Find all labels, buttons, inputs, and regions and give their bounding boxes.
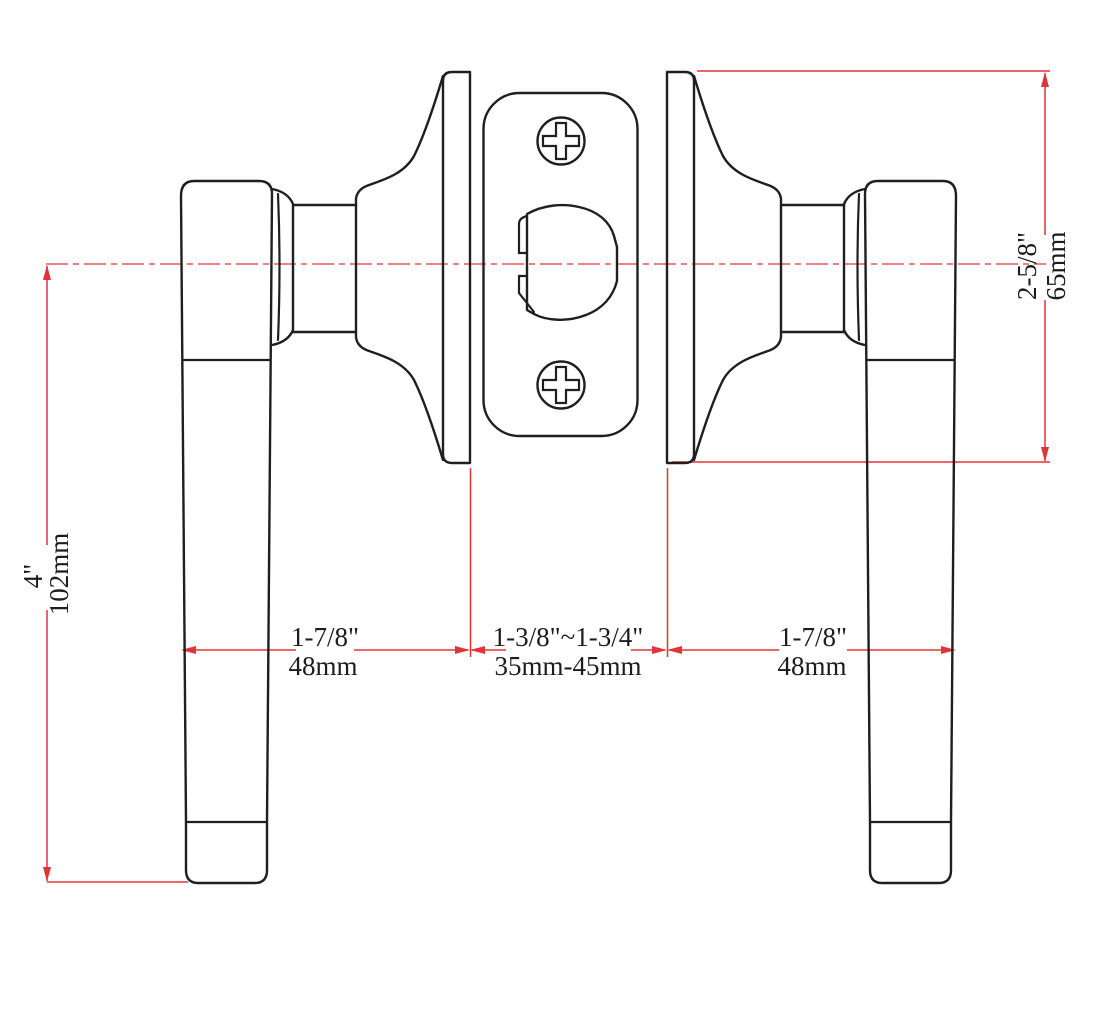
label-rose-height-mm: 65mm: [1041, 231, 1071, 300]
bottom-screw-icon: [536, 360, 586, 410]
latch-faceplate: [482, 91, 639, 438]
arrowhead-down: [1041, 447, 1049, 462]
dimension-door-thickness: [470, 646, 667, 654]
latch-bolt: [517, 203, 619, 321]
rose-profile: [354, 74, 445, 462]
right-lever-assembly: [665, 70, 958, 885]
lever-collar: [270, 187, 295, 347]
label-left-projection-inches: 1-7/8": [291, 622, 359, 652]
arrowhead-up: [1041, 72, 1049, 87]
dimension-rose-height: [672, 70, 1050, 463]
dimension-labels: 4" 102mm 2-5/8" 65mm 1-7/8" 48mm 1-3/8"~…: [18, 231, 1071, 681]
dimension-right-projection: [667, 646, 956, 654]
label-door-thickness-mm: 35mm-45mm: [495, 651, 642, 681]
latch-bolt-lower-tab: [517, 274, 536, 314]
dimension-left-projection: [181, 646, 470, 654]
lever-collar-contour: [276, 192, 281, 342]
label-rose-height-inches: 2-5/8": [1012, 232, 1042, 300]
rose-mounting-plate: [441, 70, 472, 465]
label-right-projection-inches: 1-7/8": [779, 622, 847, 652]
label-door-thickness-inches: 1-3/8"~1-3/4": [493, 622, 644, 652]
faceplate-outline: [482, 91, 639, 438]
label-lever-length-mm: 102mm: [44, 533, 74, 616]
latch-bolt-upper-tab: [517, 214, 529, 255]
top-screw-icon: [536, 116, 586, 166]
dimension-lines: [43, 70, 1050, 883]
label-lever-length-inches: 4": [18, 564, 48, 589]
arrowhead-down: [43, 867, 51, 882]
label-right-projection-mm: 48mm: [777, 651, 846, 681]
lever-grip-outline: [179, 179, 274, 885]
label-left-projection-mm: 48mm: [288, 651, 357, 681]
latch-bolt-body: [525, 203, 619, 321]
left-lever-assembly: [179, 70, 472, 885]
arrowhead-up: [43, 265, 51, 280]
dimension-lever-length: [43, 265, 188, 883]
